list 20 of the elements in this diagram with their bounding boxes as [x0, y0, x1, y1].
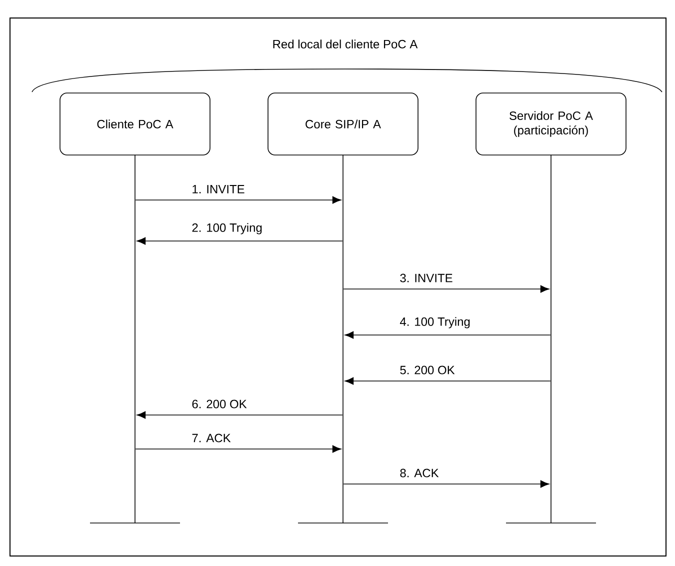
message-label: 1. INVITE	[190, 184, 246, 195]
participant-box: Core SIP/IP A	[268, 92, 418, 156]
participant-box: Servidor PoC A (participación)	[476, 92, 626, 156]
message-label: 8. ACK	[398, 467, 440, 479]
title: Red local del cliente PoC A	[273, 40, 418, 48]
message-label: 6. 200 OK	[190, 398, 248, 410]
message-label: 4. 100 Trying	[398, 316, 472, 330]
participant-box: Cliente PoC A	[60, 92, 210, 156]
message-arrow	[135, 196, 342, 204]
message-label: 5. 200 OK	[398, 364, 456, 376]
message-arrow	[344, 377, 551, 385]
message-arrow	[343, 480, 550, 488]
message-arrow	[135, 445, 342, 453]
message-label: 7. ACK	[190, 432, 232, 444]
message-arrow	[136, 237, 343, 245]
message-arrow	[343, 285, 550, 293]
message-arrow	[344, 331, 551, 339]
message-arrow	[136, 411, 343, 419]
message-label: 2. 100 Trying	[190, 222, 264, 236]
message-label: 3. INVITE	[398, 272, 454, 284]
